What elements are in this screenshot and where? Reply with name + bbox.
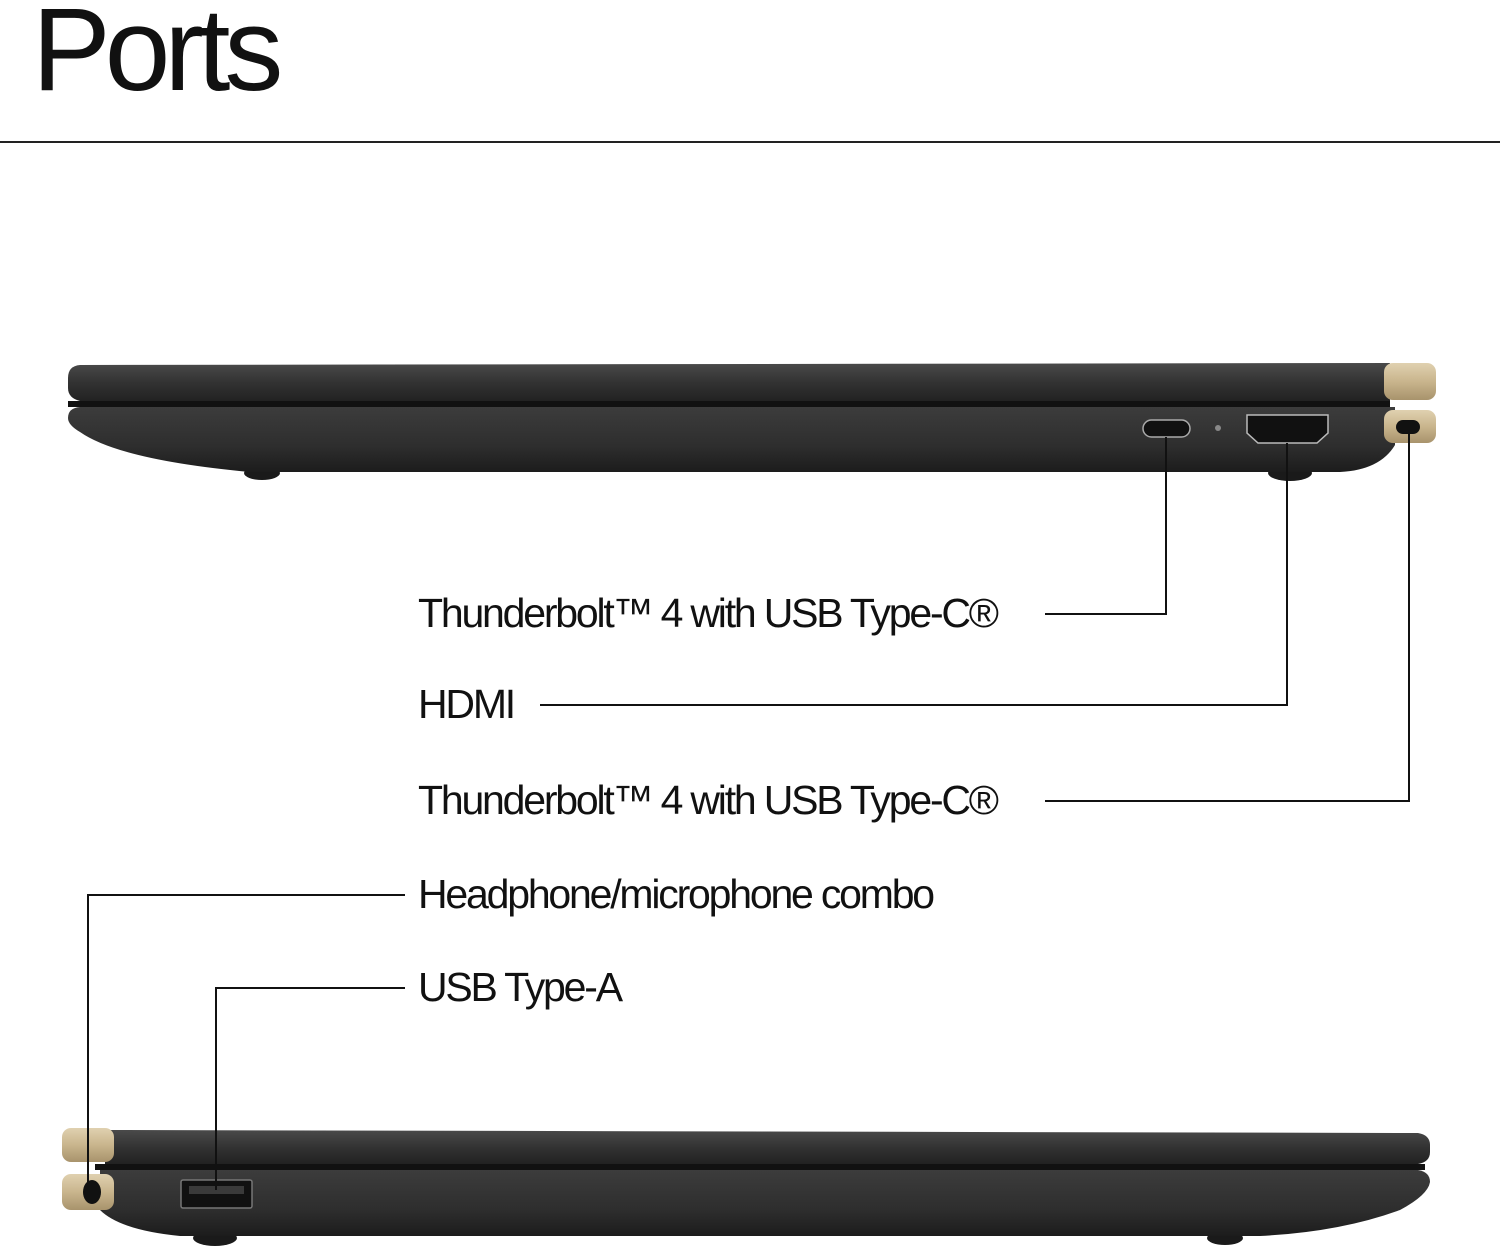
- hdmi-port-icon: [1246, 414, 1329, 444]
- callout-line-headphone: [87, 894, 405, 1192]
- callout-line-hdmi: [540, 443, 1288, 706]
- callout-label-usb-a: USB Type-A: [418, 964, 623, 1010]
- callout-line-thunderbolt-1: [1045, 437, 1167, 615]
- laptop-lid: [105, 1130, 1430, 1164]
- callout-line-thunderbolt-2: [1045, 432, 1410, 802]
- callout-label-thunderbolt-2: Thunderbolt™ 4 with USB Type-C®: [418, 777, 999, 823]
- usb-c-port-icon: [1142, 419, 1191, 438]
- led-indicator-icon: [1215, 425, 1221, 431]
- laptop-right-side: [68, 363, 1436, 481]
- laptop-base: [100, 1170, 1430, 1236]
- callout-label-thunderbolt-1: Thunderbolt™ 4 with USB Type-C®: [418, 590, 999, 636]
- laptop-left-side: [62, 1128, 1430, 1246]
- divider: [0, 141, 1500, 143]
- laptop-base: [68, 407, 1395, 472]
- callout-label-hdmi: HDMI: [418, 681, 516, 727]
- callout-line-usb-a: [215, 987, 405, 1190]
- laptop-lid: [68, 363, 1390, 401]
- headphone-jack-icon: [83, 1180, 101, 1204]
- hinge: [1384, 363, 1436, 400]
- callout-label-headphone: Headphone/microphone combo: [418, 871, 935, 917]
- lock-slot-icon: [1396, 420, 1420, 434]
- page-title: Ports: [32, 0, 283, 116]
